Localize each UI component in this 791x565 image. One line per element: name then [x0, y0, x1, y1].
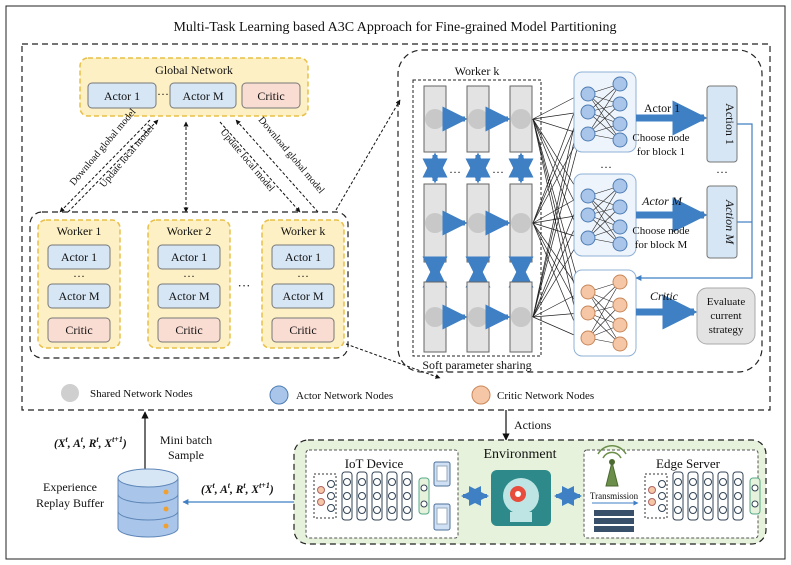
actions-label: Actions: [514, 418, 552, 432]
diagram-title: Multi-Task Learning based A3C Approach f…: [173, 20, 616, 35]
head-actor1-label: Actor 1: [644, 101, 680, 115]
ai-brain-icon: [491, 470, 551, 526]
sync-arrows: [59, 119, 319, 213]
iot-network: [313, 471, 430, 521]
head-choose1b: for block 1: [637, 146, 685, 158]
legend: Shared Network Nodes Actor Network Nodes…: [61, 384, 594, 405]
workerk-detail-frame: [397, 49, 763, 373]
zoom-connector-top: [335, 99, 401, 211]
global-critic-box: [241, 82, 301, 109]
head-actorM-label: Actor M: [641, 194, 683, 208]
evaluate-box: [696, 287, 756, 345]
legend-critic-label: Critic Network Nodes: [497, 390, 594, 402]
evaluate-line3: strategy: [709, 324, 744, 336]
environment-label: Environment: [483, 447, 556, 462]
worker-1-actor1: Actor 1: [61, 250, 97, 264]
critic-head: [573, 269, 637, 357]
legend-actor-swatch: [269, 385, 289, 405]
mini-batch-line1: Mini batch: [160, 433, 212, 447]
worker-2-dots: ···: [183, 269, 195, 283]
global-dots: ···: [157, 87, 169, 101]
global-actor1-box: [87, 82, 157, 109]
worker-1-actorM: Actor M: [59, 289, 100, 303]
outer-frame: [5, 5, 786, 560]
legend-shared-swatch: [61, 384, 79, 402]
actorM-head: [573, 173, 637, 257]
global-actorM-box: [169, 82, 237, 109]
shared-layers-frame: [412, 79, 542, 357]
soft-sharing-label: Soft parameter sharing: [422, 358, 531, 372]
link-update-right: Update local model: [218, 127, 277, 194]
replay-buffer: [117, 468, 179, 538]
link-update-left: Update local model: [98, 123, 157, 190]
action-dots: ···: [716, 165, 728, 179]
iot-mini-network: [313, 471, 430, 521]
worker-3: Worker k Actor 1 ··· Actor M Critic: [261, 219, 345, 349]
worker-1-critic: Critic: [65, 323, 92, 337]
buffer-label2: Replay Buffer: [36, 496, 104, 510]
iot-device-label: IoT Device: [345, 456, 404, 471]
buffer-label1: Experience: [43, 480, 97, 494]
mini-batch-line2: Sample: [168, 448, 204, 462]
edge-mini-network: [644, 471, 761, 521]
tuple-left: (Xt, At, Rt, Xt+1): [54, 435, 127, 450]
global-network: Global Network Actor 1 ··· Actor M Criti…: [79, 57, 309, 117]
head-chooseMb: for block M: [635, 239, 688, 251]
action1-label: Action 1: [723, 103, 737, 145]
global-critic-label: Critic: [257, 89, 284, 103]
worker-2-actorM: Actor M: [169, 289, 210, 303]
action-feedback-line: [635, 123, 753, 281]
actionM-label: Action M: [723, 199, 737, 245]
cross-connections: [532, 93, 582, 339]
worker-3-critic: Critic: [289, 323, 316, 337]
edge-network: [644, 471, 761, 521]
worker-gap-dots: ···: [238, 278, 251, 293]
worker-1: Worker 1 Actor 1 ··· Actor M Critic: [37, 219, 121, 349]
worker-2: Worker 2 Actor 1 ··· Actor M Critic: [147, 219, 231, 349]
shared-dots-2: ···: [492, 165, 504, 179]
server-rack-icon: [594, 510, 634, 532]
head-critic-label: Critic: [650, 289, 679, 303]
worker-2-label: Worker 2: [167, 224, 212, 238]
global-actor1-label: Actor 1: [104, 89, 140, 103]
zoom-connector-bottom: [345, 343, 441, 379]
worker-3-dots: ···: [297, 269, 309, 283]
workers-container: [29, 211, 349, 359]
legend-actor-label: Actor Network Nodes: [296, 390, 393, 402]
worker-3-actorM: Actor M: [283, 289, 324, 303]
phone-icon-top: [433, 461, 451, 487]
worker-3-actor1: Actor 1: [285, 250, 321, 264]
workerk-detail-label: Worker k: [455, 64, 500, 78]
phone-icon-bottom: [433, 503, 451, 531]
legend-shared-label: Shared Network Nodes: [90, 388, 193, 400]
edge-server-label: Edge Server: [656, 456, 721, 471]
global-actorM-label: Actor M: [183, 89, 224, 103]
workers-group: Worker 1 Actor 1 ··· Actor M Critic Worker 2 A…: [37, 219, 345, 349]
legend-critic-swatch: [471, 385, 491, 405]
shared-dots-1: ···: [449, 165, 461, 179]
evaluate-line1: Evaluate: [707, 296, 746, 308]
a3c-frame: [21, 43, 771, 411]
shared-layers: ··· ···: [422, 85, 534, 353]
head-choose1: Choose node: [632, 132, 689, 144]
transmission-label: Transmission: [590, 491, 639, 501]
evaluate-line2: current: [710, 310, 741, 322]
worker-1-label: Worker 1: [57, 224, 102, 238]
tuple-right: (Xt, At, Rt, Xt+1): [201, 481, 274, 496]
antenna-icon: [597, 445, 627, 487]
worker-2-actor1: Actor 1: [171, 250, 207, 264]
task-heads: [573, 71, 708, 357]
head-chooseM: Choose node: [632, 225, 689, 237]
worker-1-dots: ···: [73, 269, 85, 283]
worker-2-critic: Critic: [175, 323, 202, 337]
head-dots: ···: [600, 160, 612, 174]
actor1-head: [573, 71, 637, 153]
worker-3-label: Worker k: [281, 224, 326, 238]
global-network-label: Global Network: [155, 63, 233, 77]
